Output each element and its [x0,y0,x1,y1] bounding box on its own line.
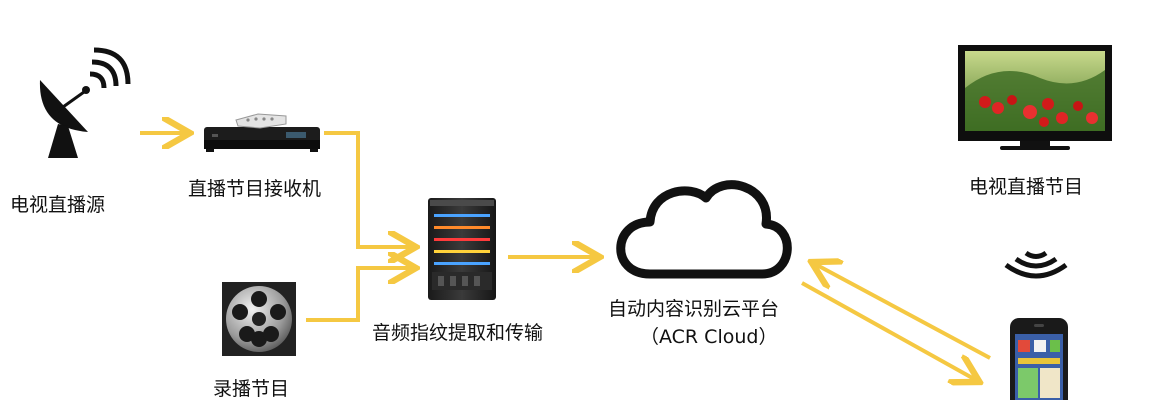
label-acr-cloud: （ACR Cloud） [640,326,778,348]
label-recorded: 录播节目 [213,378,290,400]
film-reel-icon [222,282,296,356]
arrow-receiver-to-server [324,131,412,247]
set-top-box-icon [204,113,320,152]
arrows [140,131,991,380]
server-icon [428,198,496,300]
label-fingerprint: 音频指纹提取和传输 [372,322,544,344]
label-acr-platform: 自动内容识别云平台 [608,298,780,320]
label-broadcast-source: 电视直播源 [10,194,106,216]
arrow-cloud-to-phone [801,281,976,380]
tv-icon [958,45,1112,150]
smartphone-icon [1010,318,1068,400]
arrow-phone-to-cloud [815,264,991,360]
label-receiver: 直播节目接收机 [188,178,322,200]
satellite-dish-icon [39,47,131,158]
arrow-recorded-to-server [306,268,412,322]
cloud-icon [616,180,792,279]
label-tv-program: 电视直播节目 [969,176,1084,198]
signal-waves-icon [1004,250,1068,279]
